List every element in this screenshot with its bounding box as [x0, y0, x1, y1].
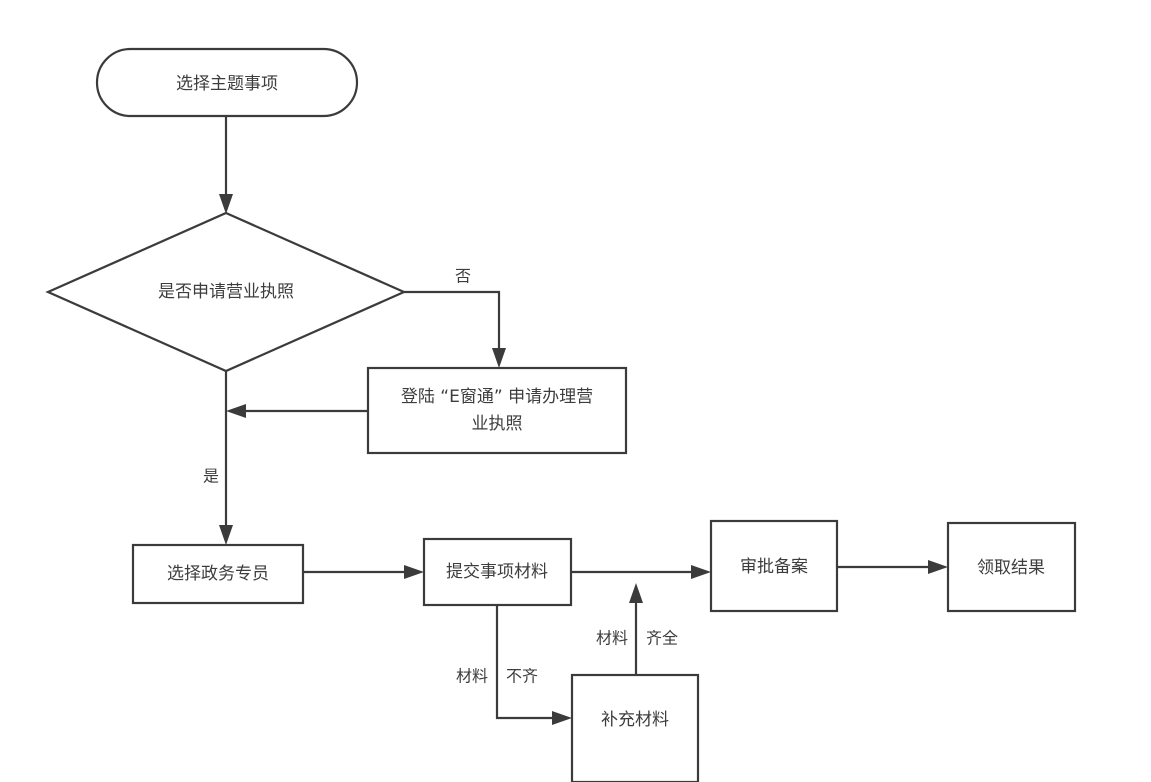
arrow-head-submit-to-supplement [552, 711, 572, 725]
node-select-topic-item[interactable]: 选择主题事项 [95, 47, 359, 118]
node-supplement-materials[interactable]: 补充材料 [570, 673, 700, 782]
node-shape-ewindow-apply-license[interactable] [366, 366, 628, 455]
node-shape-submit-materials[interactable] [422, 537, 573, 607]
node-decision-apply-license[interactable]: 是否申请营业执照 [45, 211, 407, 373]
node-ewindow-apply-license[interactable]: 登陆 “E窗通” 申请办理营 业执照 [366, 366, 628, 455]
edge-label-materials-complete-left: 材料 [596, 629, 628, 648]
edge-officer-to-submit [303, 565, 424, 579]
arrow-head-submit-to-approval [691, 565, 711, 579]
edge-label-materials-incomplete-right: 不齐 [506, 667, 538, 686]
arrow-head-decision-no-to-ewindow [492, 348, 506, 368]
node-label-ewindow-apply-license-line1: 登陆 “E窗通” 申请办理营 [401, 387, 593, 407]
edge-decision-no-to-ewindow: 否 [404, 267, 506, 368]
node-label-choose-government-officer: 选择政务专员 [167, 564, 269, 584]
node-submit-materials[interactable]: 提交事项材料 [422, 537, 573, 607]
arrow-head-ewindow-back-to-trunk [226, 404, 246, 418]
node-shape-select-topic-item[interactable] [95, 47, 359, 118]
arrow-head-approval-to-collect [928, 560, 948, 574]
edge-start-to-decision [219, 116, 233, 214]
node-shape-choose-government-officer[interactable] [131, 543, 305, 605]
arrow-head-decision-yes-to-officer [219, 525, 233, 545]
node-label-decision-apply-license: 是否申请营业执照 [158, 282, 294, 302]
arrow-head-start-to-decision [219, 194, 233, 214]
node-label-submit-materials: 提交事项材料 [446, 562, 548, 582]
arrow-head-supplement-to-approval-path [629, 583, 643, 603]
edge-label-yes: 是 [203, 467, 219, 486]
node-shape-supplement-materials[interactable] [570, 673, 700, 782]
edge-label-no: 否 [455, 267, 471, 286]
node-collect-result[interactable]: 领取结果 [946, 521, 1077, 613]
edge-approval-to-collect [837, 560, 948, 574]
node-label-supplement-materials: 补充材料 [601, 710, 669, 730]
edge-label-materials-complete-right: 齐全 [646, 629, 678, 648]
node-approval-record[interactable]: 审批备案 [709, 519, 839, 613]
node-label-select-topic-item: 选择主题事项 [176, 74, 278, 94]
edge-ewindow-back-to-trunk [226, 404, 368, 418]
arrow-head-officer-to-submit [404, 565, 424, 579]
edge-supplement-to-approval-path: 材料 齐全 [596, 583, 678, 675]
edge-submit-to-approval [571, 565, 711, 579]
node-label-collect-result: 领取结果 [977, 558, 1045, 578]
edge-line-submit-to-supplement [495, 605, 561, 720]
node-choose-government-officer[interactable]: 选择政务专员 [131, 543, 305, 605]
edge-line-decision-no-to-ewindow [404, 290, 501, 357]
edge-submit-to-supplement: 材料 不齐 [456, 605, 572, 725]
node-label-ewindow-apply-license-line2: 业执照 [472, 414, 523, 434]
edge-decision-yes-to-officer: 是 [203, 371, 233, 545]
node-shape-decision-apply-license[interactable] [45, 211, 407, 373]
node-shape-approval-record[interactable] [709, 519, 839, 613]
node-label-approval-record: 审批备案 [740, 557, 808, 577]
edge-label-materials-incomplete-left: 材料 [456, 667, 488, 686]
node-shape-collect-result[interactable] [946, 521, 1077, 613]
